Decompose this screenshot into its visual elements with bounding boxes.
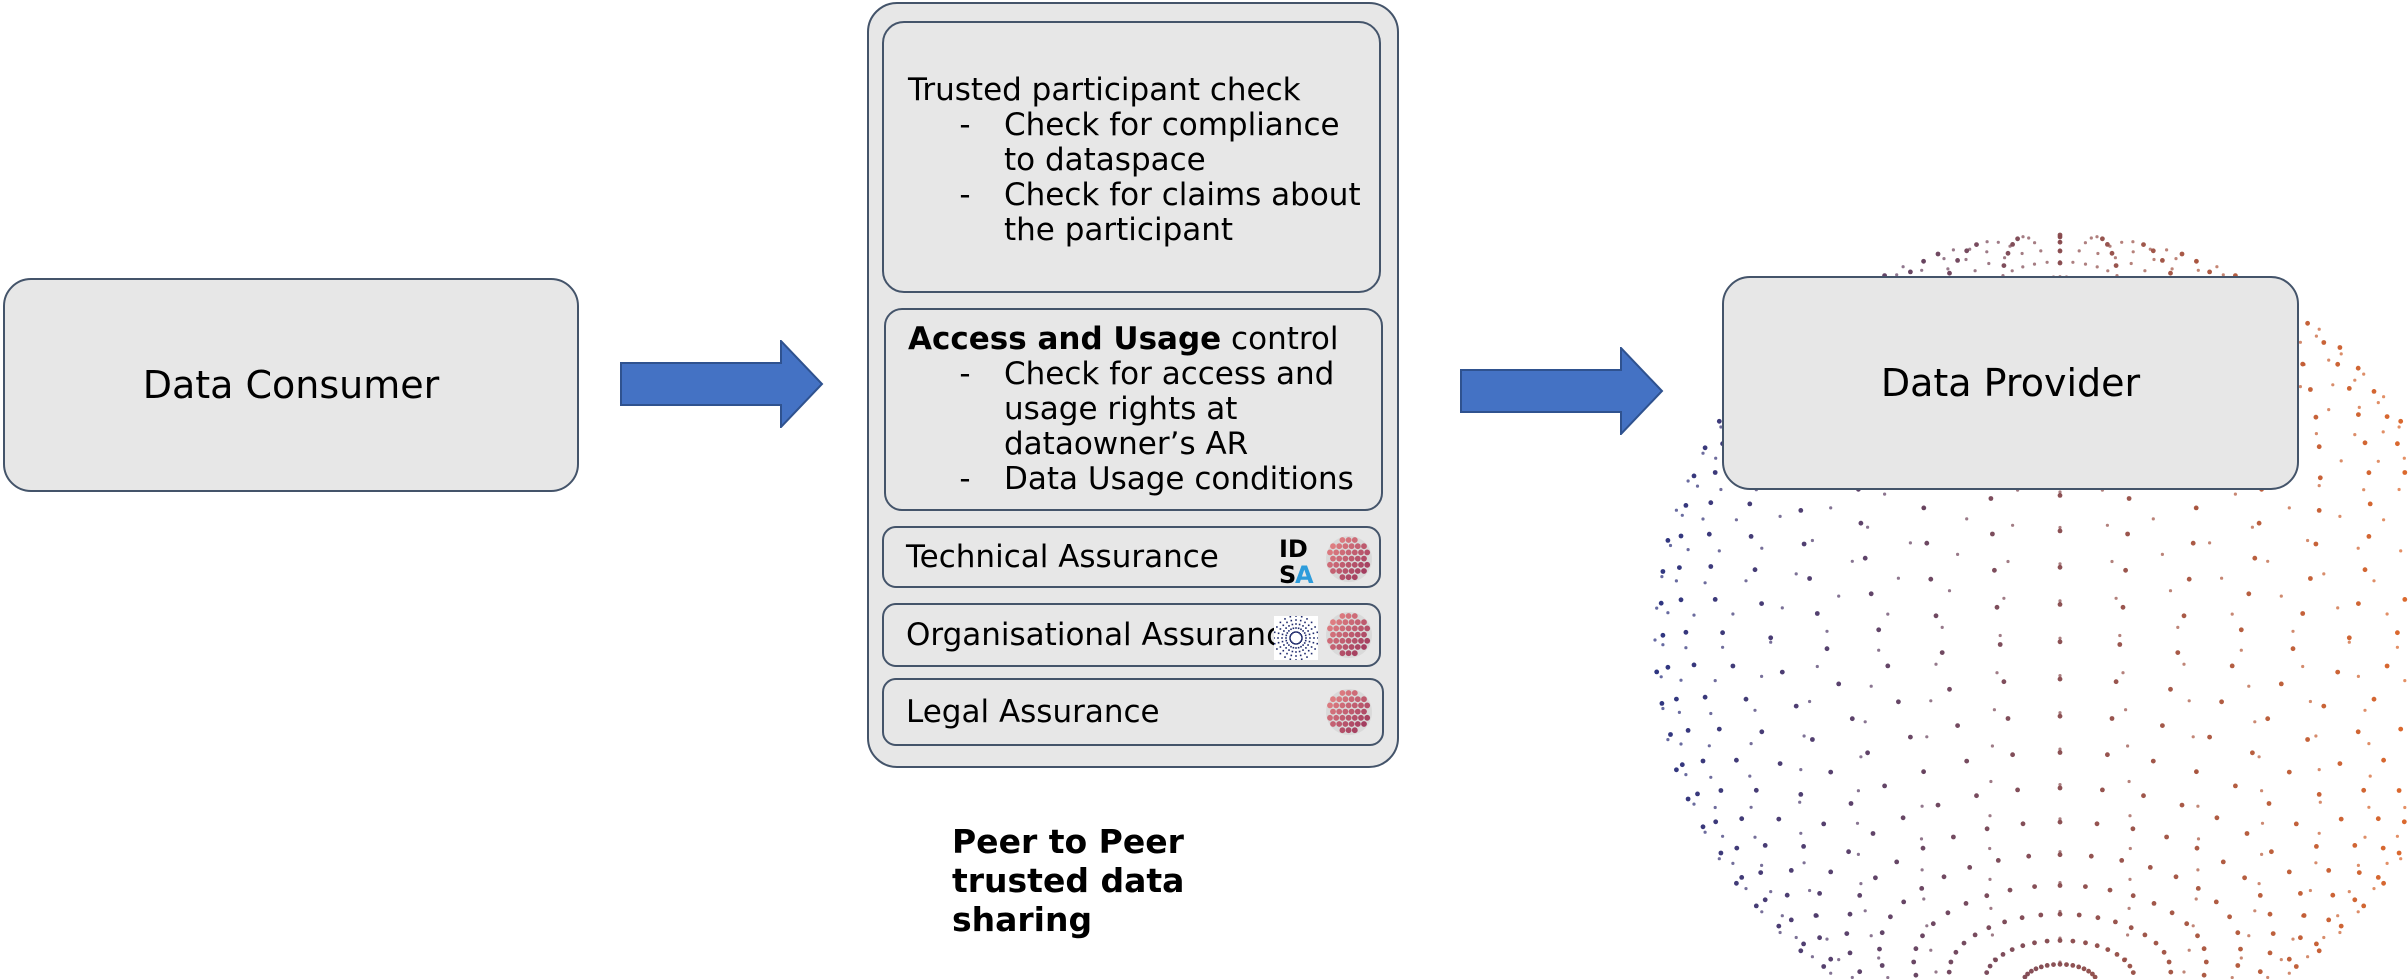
organisational-assurance-box: Organisational Assurance	[882, 603, 1381, 667]
right-arrow-icon	[620, 340, 824, 428]
trusted-participant-check-box: Trusted participant check - Check for co…	[882, 21, 1381, 293]
data-provider-label: Data Provider	[1880, 361, 2141, 405]
technical-assurance-label: Technical Assurance	[906, 539, 1219, 575]
trusted-check-title: Trusted participant check	[908, 72, 1301, 108]
trusted-check-bullet: - Check for claims about the participant	[959, 177, 1361, 248]
access-usage-control-box: Access and Usage control - Check for acc…	[884, 308, 1383, 511]
svg-text:S: S	[1279, 561, 1296, 585]
access-usage-bullet: - Data Usage conditions	[959, 461, 1354, 497]
data-provider-box: Data Provider	[1722, 276, 2299, 490]
peer-to-peer-caption: Peer to Peer trusted data sharing	[952, 822, 1185, 939]
legal-assurance-label: Legal Assurance	[906, 694, 1160, 730]
right-arrow-icon	[1460, 347, 1664, 435]
data-consumer-box: Data Consumer	[3, 278, 579, 492]
technical-assurance-box: Technical Assurance ID S A	[882, 526, 1381, 588]
starburst-logo-icon	[1274, 616, 1318, 660]
access-usage-title: Access and Usage control	[908, 321, 1339, 357]
legal-assurance-box: Legal Assurance	[882, 678, 1384, 746]
svg-text:ID: ID	[1279, 535, 1308, 563]
idsa-logo-icon: ID S A	[1279, 535, 1314, 585]
data-consumer-label: Data Consumer	[142, 363, 440, 407]
access-usage-bullet: - Check for access and usage rights at d…	[959, 356, 1335, 462]
trusted-check-bullet: - Check for compliance to dataspace	[959, 107, 1340, 178]
organisational-assurance-label: Organisational Assurance	[906, 617, 1303, 653]
gaia-x-sphere-icon	[1326, 536, 1372, 582]
gaia-x-sphere-icon	[1326, 612, 1372, 658]
svg-text:A: A	[1295, 561, 1314, 585]
gaia-x-sphere-icon	[1326, 689, 1372, 735]
